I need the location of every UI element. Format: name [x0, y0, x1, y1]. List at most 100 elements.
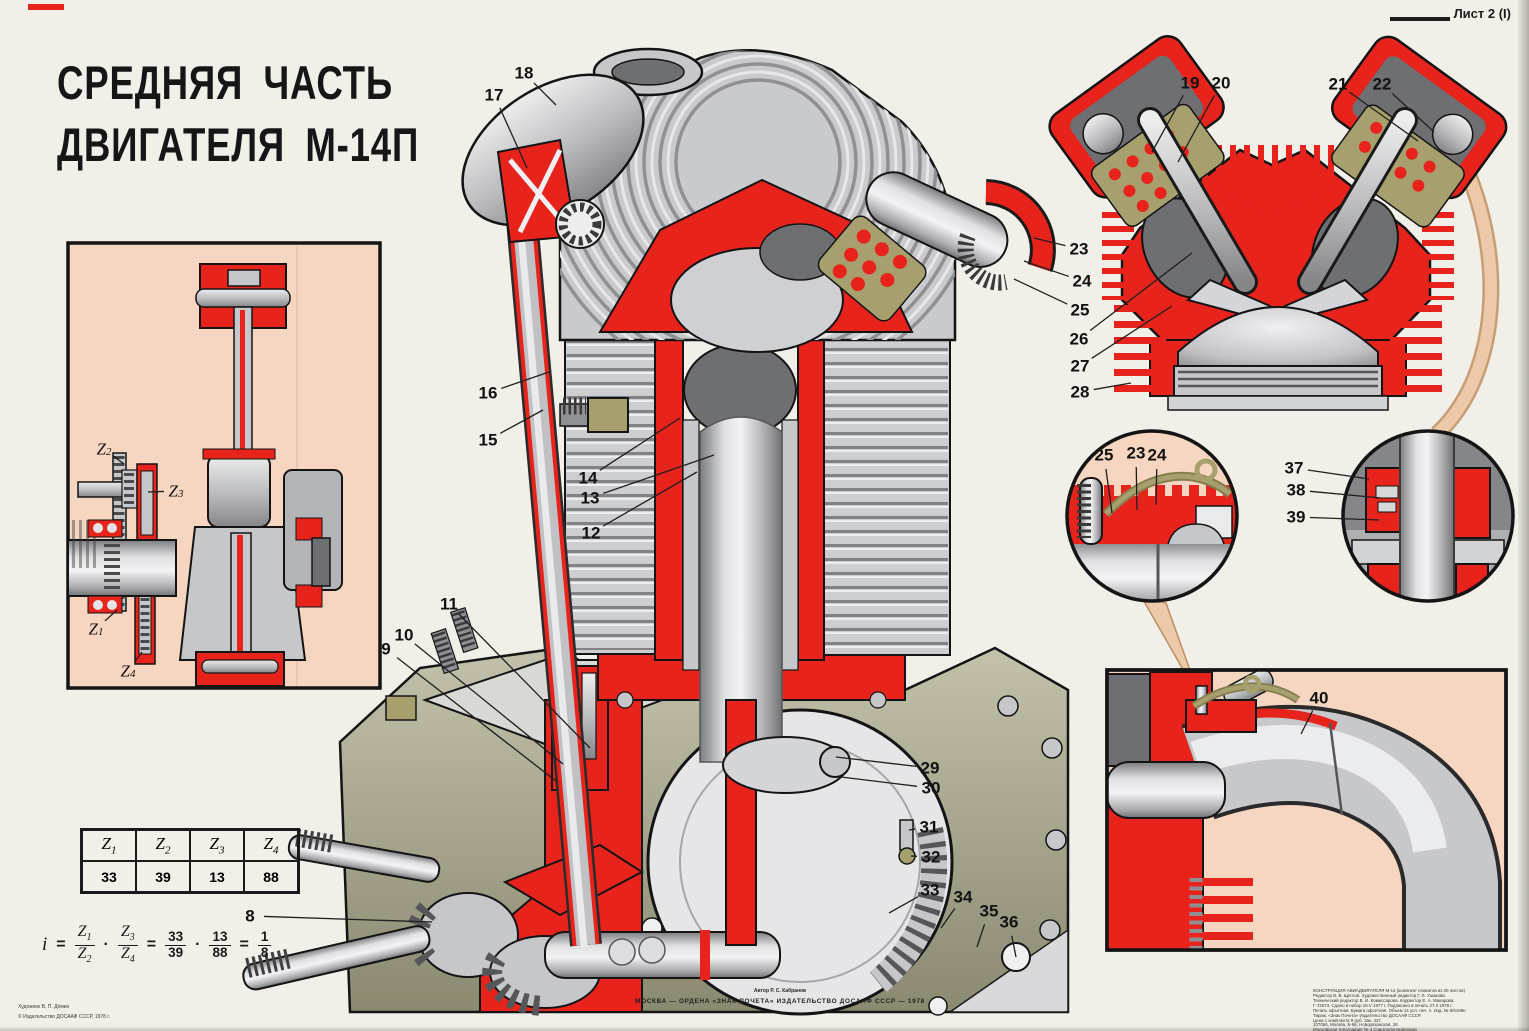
callout-25: 25: [1071, 301, 1090, 320]
gear-label-Z1: Z1: [89, 620, 104, 639]
leader-line: [1177, 94, 1215, 163]
leader-line: [1023, 260, 1069, 278]
valve-guide: [1365, 467, 1401, 533]
leader-line: [1105, 468, 1113, 514]
cylinder-jacket-cut: [797, 329, 825, 661]
sheet-label: Лист 2 (I): [1453, 6, 1511, 21]
poster-title: СРЕДНЯЯ ЧАСТЬ ДВИГАТЕЛЯ М-14П: [57, 52, 419, 176]
callout-14: 14: [579, 469, 598, 488]
leader-line: [396, 657, 557, 782]
callout-11: 11: [440, 595, 458, 614]
callout-8: 8: [245, 907, 254, 926]
leader-line: [1155, 468, 1158, 506]
valve-stem: [1399, 431, 1455, 601]
table-header-row: Z1 Z2 Z3 Z4: [80, 828, 300, 862]
callout-27: 27: [1071, 357, 1090, 376]
leader-line: [1309, 490, 1382, 499]
callout-23: 23: [1070, 240, 1089, 259]
piston: [699, 416, 783, 763]
lock-wire: [1104, 473, 1232, 516]
value-z2: 39: [135, 860, 191, 894]
pushrod-tube: [500, 150, 602, 948]
leader-line: [1013, 278, 1068, 305]
ball-bearing: [558, 202, 602, 246]
callout-31: 31: [920, 818, 939, 837]
pipe-clamp: [1185, 674, 1301, 733]
rocker-box-right: [1330, 35, 1508, 200]
callout-35: 35: [980, 902, 999, 921]
leader-line: [414, 643, 564, 765]
leader-line: [1307, 469, 1370, 480]
leader-line: [1135, 466, 1138, 511]
head-cross-section-inset: [1048, 35, 1508, 441]
callout-15: 15: [479, 431, 498, 450]
callout-24: 24: [1148, 446, 1167, 465]
header-z3: Z3: [189, 828, 245, 862]
leader-line: [908, 828, 916, 831]
print-registration-mark: [28, 4, 64, 10]
ring-gear-teeth: [869, 826, 948, 993]
callout-40: 40: [1310, 689, 1329, 708]
leader-line: [602, 471, 698, 527]
callout-29: 29: [921, 759, 940, 778]
leader-line: [1093, 382, 1132, 391]
value-z3: 13: [189, 860, 245, 894]
reduction-gear-inset: [66, 241, 382, 690]
tappet: [581, 672, 597, 760]
fraction-z1-z2: Z1 Z2: [74, 923, 95, 965]
magnified-detail-right: [1341, 429, 1515, 603]
leader-line: [1349, 91, 1419, 142]
leader-line: [147, 490, 165, 493]
leader-line: [888, 896, 919, 914]
callout-39: 39: [1287, 508, 1306, 527]
callout-24: 24: [1073, 272, 1092, 291]
intake-pipe-inset: [1105, 668, 1508, 952]
callout-36: 36: [1000, 913, 1019, 932]
valve-springs: [817, 215, 927, 322]
imprint-line: Московская типография № 4 Союзполиграфпр…: [1313, 1027, 1518, 1031]
crankcase-stud: [242, 925, 431, 991]
callout-34: 34: [954, 888, 973, 907]
rocker-box-left: [1048, 35, 1225, 199]
cylinder-fins: [564, 329, 951, 656]
imprint-line: Г-72673. Сдано в набор 16.V 1977 г. Подп…: [1313, 1002, 1453, 1008]
title-line-1: СРЕДНЯЯ ЧАСТЬ: [57, 56, 393, 109]
value-z1: 33: [80, 860, 137, 894]
callout-10: 10: [395, 626, 414, 645]
accessory-drive-shaft: [544, 930, 781, 980]
leader-line: [599, 417, 681, 471]
gear-ratio-table: Z1 Z2 Z3 Z4 33 39 13 88: [80, 828, 300, 894]
leader-line: [1300, 710, 1314, 735]
leader-line: [104, 609, 118, 622]
imprint-line: Тираж. «Знак Почета» Издательство ДОСААФ…: [1313, 1012, 1422, 1018]
formula-lhs: i: [42, 933, 48, 955]
gear-label-Z3: Z3: [169, 482, 184, 501]
intake-port-clamp: [865, 171, 1056, 291]
callout-30: 30: [922, 779, 941, 798]
title-line-2: ДВИГАТЕЛЯ М-14П: [57, 118, 420, 172]
main-engine-cutaway: [242, 47, 1070, 1016]
leader-line: [835, 756, 917, 768]
gear-label-Z4: Z4: [121, 662, 136, 681]
leader-line: [1091, 305, 1173, 359]
fraction-z3-z4: Z3 Z4: [117, 923, 138, 965]
imprint-line: Печать офсетная. Бумага офсетная. Объем …: [1313, 1007, 1466, 1013]
leader-line: [976, 924, 986, 948]
trim-mark: [1390, 17, 1450, 21]
leader-line: [1089, 252, 1193, 332]
leader-line: [1011, 935, 1017, 958]
callout-33: 33: [921, 881, 940, 900]
page-edge-shadow: [1518, 0, 1529, 1031]
table-value-row: 33 39 13 88: [80, 860, 300, 894]
callout-32: 32: [922, 848, 941, 867]
cylinder-sleeve: [682, 419, 700, 671]
callout-20: 20: [1212, 74, 1231, 93]
leader-line: [940, 908, 956, 929]
callout-28: 28: [1071, 383, 1090, 402]
imprint-line: Технический редактор В. И. Комиссарова. …: [1313, 997, 1455, 1003]
